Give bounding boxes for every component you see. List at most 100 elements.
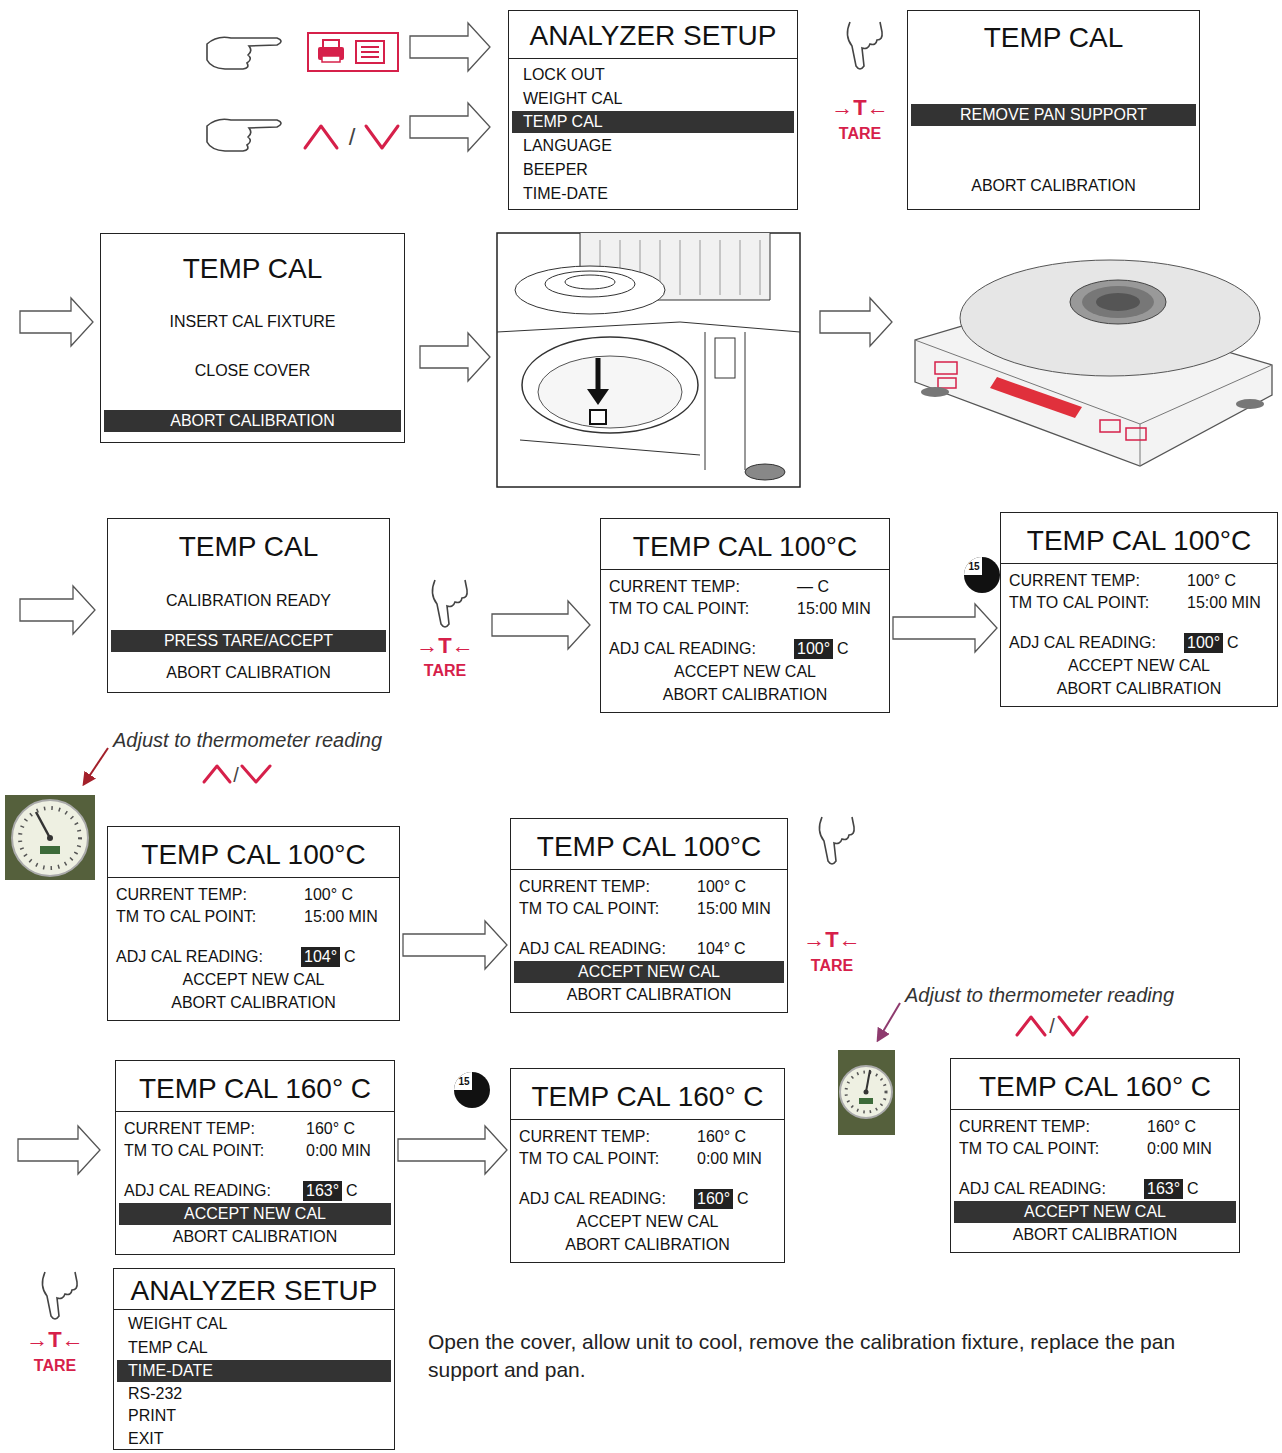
screen-text: 15:00 MIN <box>797 599 871 619</box>
tare-key-label: TARE <box>34 1357 76 1375</box>
separator-line <box>511 1119 784 1120</box>
open-analyzer-illustration <box>522 337 698 433</box>
screen-title: TEMP CAL 160° C <box>951 1070 1239 1104</box>
screen-text: 100° <box>1184 633 1223 653</box>
menu-key-icon <box>361 47 379 57</box>
screen-text: CALIBRATION READY <box>108 591 389 611</box>
instruction-note: Adjust to thermometer reading <box>905 983 1174 1007</box>
tare-key-symbol: →T← <box>803 927 860 953</box>
screen-text: PRINT <box>128 1406 176 1426</box>
screen-text: TM TO CAL POINT: <box>609 599 749 619</box>
arrow-key-symbol <box>242 766 270 782</box>
screen-text: 100° C <box>697 877 746 897</box>
screen-text: TM TO CAL POINT: <box>959 1139 1099 1159</box>
screen-text: WEIGHT CAL <box>523 89 622 109</box>
lcd-screen: TEMP CAL 100°CCURRENT TEMP:100° CTM TO C… <box>107 826 400 1021</box>
screen-text: 160° C <box>306 1119 355 1139</box>
arrow-key-symbol <box>305 126 337 148</box>
flow-arrow <box>893 604 997 652</box>
screen-text: LOCK OUT <box>523 65 605 85</box>
screen-text: ABORT CALIBRATION <box>601 685 889 705</box>
separator-line <box>108 877 399 878</box>
screen-text: ABORT CALIBRATION <box>108 663 389 683</box>
lcd-screen: TEMP CAL 100°CCURRENT TEMP:— CTM TO CAL … <box>600 518 890 713</box>
flow-arrow <box>20 586 95 634</box>
screen-text: ABORT CALIBRATION <box>908 176 1199 196</box>
screen-text: 163° <box>1144 1179 1183 1199</box>
separator-slash: / <box>349 124 356 150</box>
screen-text: ADJ CAL READING: <box>124 1181 271 1201</box>
screen-text: C <box>344 947 356 967</box>
screen-text: TEMP CAL <box>512 111 794 133</box>
open-analyzer-illustration <box>538 356 682 428</box>
lcd-screen: TEMP CAL 160° CCURRENT TEMP:160° CTM TO … <box>950 1058 1240 1253</box>
screen-text: 160° C <box>697 1127 746 1147</box>
open-analyzer-illustration <box>705 332 745 470</box>
open-analyzer-illustration <box>497 322 800 332</box>
screen-text: TIME-DATE <box>117 1360 391 1382</box>
screen-title: TEMP CAL 100°C <box>511 830 787 864</box>
timer-number: 15 <box>968 561 979 573</box>
arrow-key-symbol <box>204 766 230 782</box>
thermometer-photo <box>47 835 53 841</box>
open-analyzer-illustration <box>715 338 735 378</box>
screen-text: ADJ CAL READING: <box>1009 633 1156 653</box>
closed-analyzer-illustration <box>960 260 1260 376</box>
menu-key-icon <box>308 33 398 71</box>
screen-text: 160° <box>694 1189 733 1209</box>
screen-text: ADJ CAL READING: <box>116 947 263 967</box>
tare-key-label: TARE <box>424 662 466 680</box>
screen-text: 104° <box>301 947 340 967</box>
open-analyzer-illustration <box>587 389 609 405</box>
lcd-screen: TEMP CAL 100°CCURRENT TEMP:100° CTM TO C… <box>1000 512 1278 707</box>
closed-analyzer-illustration <box>938 378 956 388</box>
thermometer-photo <box>40 846 60 854</box>
open-analyzer-illustration <box>515 266 665 314</box>
screen-text: 0:00 MIN <box>306 1141 371 1161</box>
closed-analyzer-illustration <box>1100 420 1120 432</box>
screen-text: 15:00 MIN <box>697 899 771 919</box>
screen-text: C <box>1187 1179 1199 1199</box>
lcd-screen: TEMP CAL 100°CCURRENT TEMP:100° CTM TO C… <box>510 818 788 1013</box>
leader-arrow <box>84 748 900 1040</box>
screen-text: C <box>346 1181 358 1201</box>
screen-text: ADJ CAL READING: <box>959 1179 1106 1199</box>
pointing-hand <box>847 22 882 69</box>
thermometer-photo <box>36 812 50 838</box>
closed-analyzer-illustration <box>1126 428 1146 440</box>
closed-analyzer-illustration <box>1236 399 1264 409</box>
screen-text: ACCEPT NEW CAL <box>108 970 399 990</box>
screen-text: C <box>737 1189 749 1209</box>
screen-text: BEEPER <box>523 160 588 180</box>
timer-icon <box>454 1072 490 1108</box>
timer-icon <box>454 1072 472 1090</box>
screen-text: ABORT CALIBRATION <box>511 1235 784 1255</box>
open-analyzer-illustration <box>745 464 785 480</box>
thermometer-photo <box>12 800 88 876</box>
screen-text: CURRENT TEMP: <box>116 885 247 905</box>
screen-text: TM TO CAL POINT: <box>124 1141 264 1161</box>
screen-title: TEMP CAL 160° C <box>116 1072 394 1106</box>
screen-text: ACCEPT NEW CAL <box>511 1212 784 1232</box>
separator-slash: / <box>1049 1015 1055 1037</box>
screen-text: C <box>734 939 746 959</box>
screen-text: TIME-DATE <box>523 184 608 204</box>
flow-arrow <box>398 1126 507 1174</box>
screen-text: ABORT CALIBRATION <box>116 1227 394 1247</box>
thermometer-photo <box>838 1050 895 1135</box>
arrow-key-symbol <box>1017 1017 1045 1035</box>
lcd-screen: ANALYZER SETUPWEIGHT CALTEMP CALTIME-DAT… <box>113 1268 395 1450</box>
timer-icon <box>964 557 982 575</box>
screen-text: CURRENT TEMP: <box>124 1119 255 1139</box>
open-analyzer-illustration <box>545 271 635 297</box>
flow-arrow <box>420 333 490 381</box>
screen-text: — C <box>797 577 829 597</box>
screen-text: TM TO CAL POINT: <box>519 899 659 919</box>
tare-key-symbol: →T← <box>831 95 888 121</box>
separator-slash: / <box>233 764 239 786</box>
closed-analyzer-illustration <box>1070 280 1166 324</box>
screen-text: 15:00 MIN <box>1187 593 1261 613</box>
screen-title: TEMP CAL <box>101 252 404 286</box>
screen-text: ACCEPT NEW CAL <box>954 1201 1236 1223</box>
separator-line <box>114 1309 394 1310</box>
